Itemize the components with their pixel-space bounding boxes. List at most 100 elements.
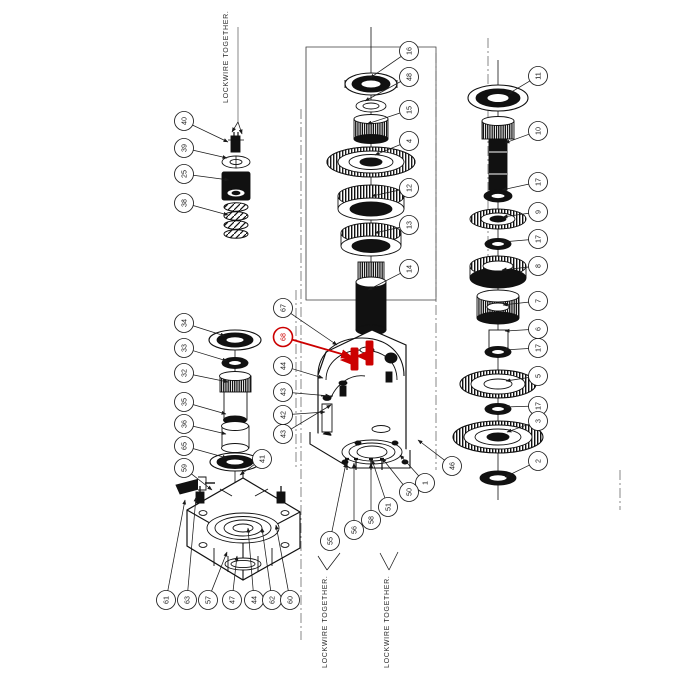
balloon-63[interactable]: [177, 590, 197, 610]
leader-line: [260, 527, 272, 591]
leader-line: [501, 266, 529, 272]
balloon-label: 35: [180, 398, 189, 406]
balloon-56[interactable]: [344, 520, 364, 540]
balloon-label: 17: [534, 235, 543, 243]
balloon-label: 6: [534, 327, 543, 331]
balloon-17[interactable]: [528, 338, 548, 358]
balloon-label: 44: [250, 596, 259, 604]
balloon-60[interactable]: [280, 590, 300, 610]
balloon-12[interactable]: [399, 178, 419, 198]
leader-line: [505, 377, 529, 383]
balloon-14[interactable]: [399, 259, 419, 279]
leader-line: [381, 457, 404, 485]
balloon-17[interactable]: [528, 229, 548, 249]
construction-lines: [237, 27, 621, 640]
balloon-label: 32: [180, 369, 189, 377]
leader-line: [193, 425, 227, 435]
balloon-68[interactable]: [272, 326, 294, 348]
balloon-57[interactable]: [198, 590, 218, 610]
balloon-55[interactable]: [320, 531, 340, 551]
balloon-35[interactable]: [174, 392, 194, 412]
balloon-2[interactable]: [528, 451, 548, 471]
balloon-67[interactable]: [273, 298, 293, 318]
leader-line: [500, 239, 529, 244]
balloon-61[interactable]: [156, 590, 176, 610]
leader-line: [291, 338, 353, 359]
balloon-15[interactable]: [399, 100, 419, 120]
leader-line: [369, 56, 402, 79]
balloon-label: 11: [534, 72, 543, 79]
balloon-label: 39: [180, 144, 189, 152]
balloon-47[interactable]: [222, 590, 242, 610]
balloon-label: 58: [367, 516, 376, 524]
leader-line: [502, 347, 529, 352]
balloon-1[interactable]: [415, 473, 435, 493]
balloon-65[interactable]: [174, 436, 194, 456]
balloon-50[interactable]: [399, 482, 419, 502]
leader-line: [193, 448, 228, 459]
leader-line: [374, 226, 400, 234]
part-group-right-column: [452, 60, 544, 500]
leader-line: [192, 350, 228, 362]
balloon-8[interactable]: [528, 256, 548, 276]
leader-line: [506, 423, 530, 433]
part-group-base-flange: [186, 470, 301, 581]
note-bottom-left: LOCKWIRE TOGETHER.: [322, 576, 329, 668]
balloon-58[interactable]: [361, 510, 381, 530]
leader-line: [187, 496, 198, 591]
note-leader-lines: [231, 121, 399, 571]
balloon-51[interactable]: [378, 497, 398, 517]
balloon-38[interactable]: [174, 193, 194, 213]
note-top-left: LOCKWIRE TOGETHER.: [223, 11, 230, 103]
balloon-46[interactable]: [442, 456, 462, 476]
balloon-label: 34: [180, 319, 189, 327]
balloon-16[interactable]: [399, 41, 419, 61]
leader-line: [274, 524, 289, 591]
balloon-39[interactable]: [174, 138, 194, 158]
balloon-32[interactable]: [174, 363, 194, 383]
balloon-label: 56: [350, 526, 359, 534]
leader-line: [193, 149, 228, 159]
balloon-43[interactable]: [273, 382, 293, 402]
balloon-17[interactable]: [528, 172, 548, 192]
balloon-label: 2: [534, 459, 543, 463]
leader-line: [292, 410, 326, 415]
balloon-label: 9: [534, 210, 543, 214]
balloon-label: 14: [405, 265, 414, 273]
balloon-7[interactable]: [528, 291, 548, 311]
balloon-4[interactable]: [399, 131, 419, 151]
balloon-13[interactable]: [399, 215, 419, 235]
balloon-44[interactable]: [273, 356, 293, 376]
balloon-11[interactable]: [528, 66, 548, 86]
balloon-5[interactable]: [528, 366, 548, 386]
leader-line: [193, 205, 229, 216]
leader-line: [290, 313, 338, 346]
balloon-9[interactable]: [528, 202, 548, 222]
leader-line: [192, 325, 226, 337]
leader-line: [399, 454, 419, 477]
balloon-48[interactable]: [399, 67, 419, 87]
leader-lines: [167, 56, 531, 592]
balloon-43[interactable]: [273, 424, 293, 444]
leader-line: [291, 368, 324, 379]
balloon-label: 33: [180, 344, 189, 352]
balloon-40[interactable]: [174, 111, 194, 131]
balloon-36[interactable]: [174, 414, 194, 434]
balloon-25[interactable]: [174, 164, 194, 184]
balloon-label: 43: [279, 388, 288, 396]
balloon-label: 16: [405, 47, 414, 55]
balloon-label: 47: [228, 596, 237, 604]
balloon-10[interactable]: [528, 121, 548, 141]
balloon-59[interactable]: [174, 458, 194, 478]
leader-line: [211, 551, 228, 592]
balloon-33[interactable]: [174, 338, 194, 358]
balloon-3[interactable]: [528, 411, 548, 431]
balloon-label: 38: [180, 199, 189, 207]
leader-line: [501, 183, 529, 191]
balloon-41[interactable]: [252, 449, 272, 469]
leader-line: [290, 404, 332, 430]
balloon-34[interactable]: [174, 313, 194, 333]
balloon-label: 17: [534, 402, 543, 410]
